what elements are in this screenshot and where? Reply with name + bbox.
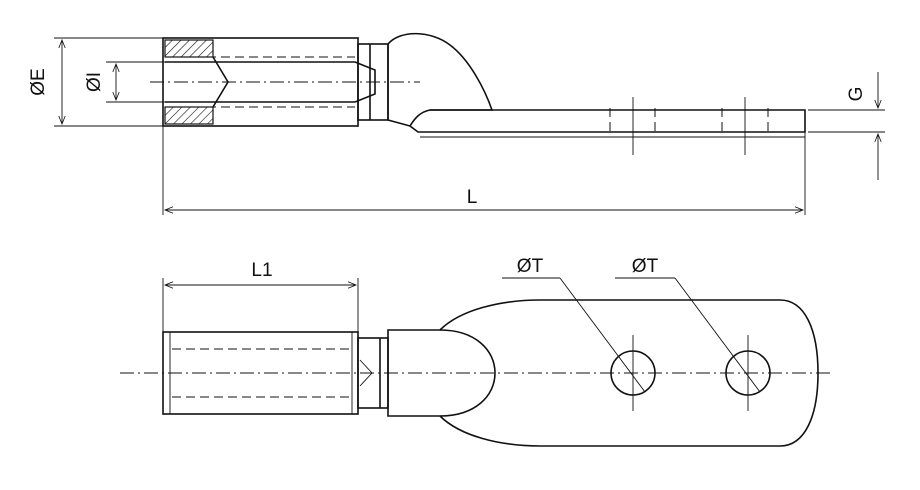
label-dia-t-1: ØT — [517, 256, 544, 277]
label-g: G — [846, 87, 867, 102]
label-l: L — [467, 187, 478, 208]
palm-transition — [387, 32, 494, 127]
sleeve-wall-bottom — [164, 106, 214, 125]
sleeve-wall-top — [164, 39, 214, 58]
label-dia-i: ØI — [84, 72, 105, 92]
label-l1: L1 — [251, 260, 272, 281]
dim-dia-t-2: ØT — [615, 256, 761, 393]
label-dia-t-2: ØT — [632, 256, 659, 277]
dim-l1: L1 — [162, 260, 359, 332]
palm-flat — [409, 109, 806, 133]
bottom-view — [120, 299, 830, 447]
top-view — [150, 32, 806, 155]
dim-dia-i: ØI — [84, 61, 165, 103]
label-dia-e: ØE — [28, 68, 49, 95]
dim-g: G — [808, 72, 885, 180]
dim-l: L — [162, 126, 806, 215]
dim-dia-t-1: ØT — [502, 256, 646, 393]
barrel-end — [439, 329, 496, 417]
dim-dia-e: ØE — [28, 37, 163, 127]
